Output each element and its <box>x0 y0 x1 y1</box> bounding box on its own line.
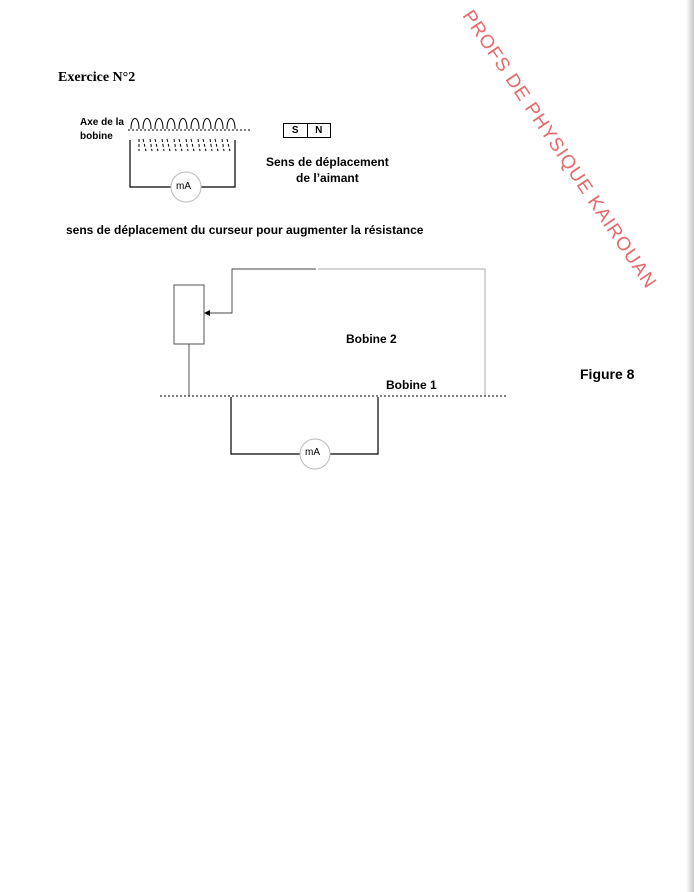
lower-meter-label: mA <box>305 447 320 458</box>
magnet-motion-line1: Sens de déplacement <box>266 155 389 169</box>
upper-milliammeter <box>170 171 202 203</box>
magnet-north-pole: N <box>315 125 323 136</box>
slider-arrow-icon <box>204 310 210 316</box>
figure-label: Figure 8 <box>580 366 635 382</box>
lower-milliammeter <box>299 438 331 470</box>
magnet: S N <box>283 123 331 138</box>
bobine2-wire <box>318 268 486 396</box>
coil-axis-label-line1: Axe de la <box>80 117 124 128</box>
slider-wire <box>210 268 316 314</box>
upper-meter-label: mA <box>176 181 191 192</box>
coil-axis-label-line2: bobine <box>80 131 113 142</box>
upper-circuit-wires <box>129 140 236 188</box>
bobine1-label: Bobine 1 <box>386 378 437 392</box>
bobine2-label: Bobine 2 <box>346 332 397 346</box>
rheostat <box>173 284 205 345</box>
magnet-motion-line2: de l’aimant <box>296 171 359 185</box>
coil-axis-label: Axe de la bobine <box>80 116 124 144</box>
lower-circuit-wires <box>230 397 379 455</box>
coil-back-loops <box>138 138 231 152</box>
question-text: sens de déplacement du curseur pour augm… <box>66 223 424 237</box>
upper-coil <box>130 118 236 152</box>
exercise-title: Exercice N°2 <box>58 70 136 85</box>
magnet-south-pole: S <box>284 124 308 137</box>
coil-front-loops <box>130 118 236 130</box>
magnet-motion-label: Sens de déplacement de l’aimant <box>266 154 389 186</box>
page-edge-shadow <box>686 0 694 892</box>
